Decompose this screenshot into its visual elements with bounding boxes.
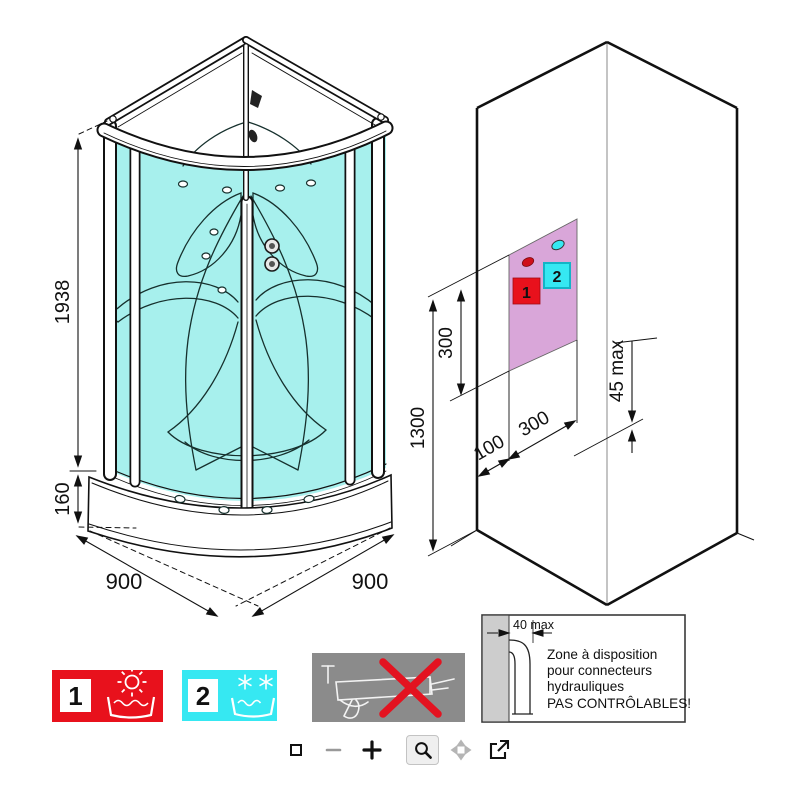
legend-hot-box: 1 xyxy=(52,667,163,722)
cabin-dimensions xyxy=(69,137,395,617)
wall-zone-drawing: 1 2 xyxy=(408,40,755,607)
snowflake-icon xyxy=(238,674,273,690)
pipe-elbow-drawing xyxy=(508,639,533,715)
hidden-edges xyxy=(78,120,391,607)
dim-base-height-label: 160 xyxy=(52,482,74,515)
legend-cold-number: 2 xyxy=(196,681,210,711)
note-line-3: hydrauliques xyxy=(547,679,624,694)
curved-top-rim xyxy=(96,120,394,171)
base-tray xyxy=(87,473,393,558)
pan-icon xyxy=(450,739,472,761)
reset-view-icon xyxy=(289,744,302,756)
note-line-2: pour connecteurs xyxy=(547,663,652,678)
open-external-button[interactable] xyxy=(487,738,511,762)
water-basin-icon xyxy=(230,697,276,718)
hydromassage-jets-lower xyxy=(174,494,315,515)
cold-dot xyxy=(551,239,565,251)
zoom-out-button[interactable] xyxy=(325,741,343,759)
hot-dot xyxy=(521,257,535,267)
note-line-4: PAS CONTRÔLABLES! xyxy=(547,696,691,711)
legend: 1 2 xyxy=(52,653,465,722)
sun-icon xyxy=(117,667,147,697)
reset-view-button[interactable] xyxy=(289,744,302,757)
dim-width-left-label: 900 xyxy=(106,569,143,594)
hot-marker-box xyxy=(512,277,541,305)
extension-lines xyxy=(427,254,658,557)
hot-marker-label: 1 xyxy=(522,285,531,302)
dim-zone-height-label: 300 xyxy=(436,327,457,359)
red-cross-icon xyxy=(379,658,442,718)
cold-marker-box xyxy=(543,262,571,289)
top-frame xyxy=(104,36,389,128)
cold-marker-label: 2 xyxy=(553,269,562,286)
frame-mullions xyxy=(103,117,385,539)
legend-no-silicone-box xyxy=(312,653,465,722)
water-basin-icon xyxy=(106,696,156,719)
legend-hot-number: 1 xyxy=(68,681,82,711)
zone-markers: 1 2 xyxy=(512,239,571,305)
zoom-in-button[interactable] xyxy=(362,740,382,760)
shower-cabin-drawing: 1938 160 900 900 xyxy=(52,36,395,617)
hydraulic-note-box: 40 max Zone à disposition pour connecteu… xyxy=(481,614,691,723)
dim-height-label: 1938 xyxy=(52,280,74,325)
shower-column xyxy=(243,43,262,201)
magnifier-button[interactable] xyxy=(406,735,439,765)
pan-button[interactable] xyxy=(448,737,474,763)
magnifier-icon xyxy=(414,742,432,759)
shower-control-knobs xyxy=(264,238,280,272)
zoom-out-icon xyxy=(325,748,342,752)
shower-head xyxy=(250,90,262,108)
wall-corner-outline xyxy=(450,40,755,607)
zoom-in-icon xyxy=(362,740,382,760)
hand-shower xyxy=(248,129,258,143)
legend-cold-box: 2 xyxy=(182,670,277,721)
hydromassage-jets-upper xyxy=(177,179,317,294)
wall-dimensions xyxy=(428,289,637,552)
pipe-dim-label: 40 max xyxy=(513,618,555,632)
note-line-1: Zone à disposition xyxy=(547,647,657,662)
image-viewer-toolbar xyxy=(0,735,800,765)
dim-clearance-label: 45 max xyxy=(607,339,628,402)
dim-wall-height-label: 1300 xyxy=(408,407,429,449)
pipe-dimension xyxy=(487,620,552,643)
open-external-icon xyxy=(489,739,510,760)
dim-width-right-label: 900 xyxy=(352,569,389,594)
